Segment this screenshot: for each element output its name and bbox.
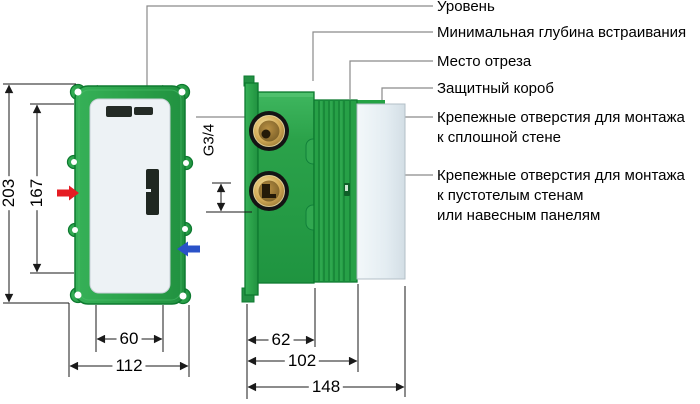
thread-size-label: G3/4 xyxy=(200,123,218,157)
callout-protective-box: Защитный короб xyxy=(437,80,554,97)
leader-cut-line xyxy=(349,60,433,99)
cartridge-slot-notch xyxy=(146,189,151,192)
dim-front-inner-width: 60 xyxy=(116,329,142,349)
level-slot-left xyxy=(106,106,132,117)
port-top xyxy=(249,111,289,151)
rib-slot-notch xyxy=(345,185,348,191)
port-bottom xyxy=(249,171,289,211)
callout-level: Уровень xyxy=(437,0,495,15)
leader-min-depth xyxy=(312,31,433,81)
hot-water-arrow xyxy=(57,185,79,201)
callout-hollow-wall-holes: Крепежные отверстия для монтажа к пустот… xyxy=(437,167,685,224)
level-slot-right xyxy=(134,107,153,115)
rib-highlights xyxy=(320,101,342,281)
front-frame-highlight xyxy=(78,89,182,301)
dim-depth-cut: 102 xyxy=(284,351,320,371)
cold-water-arrow xyxy=(177,241,200,257)
dim-front-total-height: 203 xyxy=(0,175,19,211)
dim-depth-total: 148 xyxy=(308,377,344,397)
side-view xyxy=(241,75,406,303)
ear-holes xyxy=(71,88,189,300)
protective-box xyxy=(356,103,406,280)
dim-front-inner-height: 167 xyxy=(27,175,47,211)
dim-depth-body: 62 xyxy=(268,330,294,350)
leader-level xyxy=(146,5,433,100)
callout-solid-wall-holes: Крепежные отверстия для монтажа к сплошн… xyxy=(437,109,685,146)
front-cover-panel xyxy=(89,98,171,294)
leader-protective-box xyxy=(381,87,433,104)
dim-front-total-width: 112 xyxy=(112,356,146,376)
extension-lines xyxy=(3,83,406,399)
cartridge-slot xyxy=(146,169,159,215)
callout-cut-line: Место отреза xyxy=(437,53,532,70)
callout-min-depth: Минимальная глубина встраивания xyxy=(437,24,687,41)
front-view xyxy=(57,83,200,305)
valve-body-top-highlight xyxy=(259,93,313,97)
